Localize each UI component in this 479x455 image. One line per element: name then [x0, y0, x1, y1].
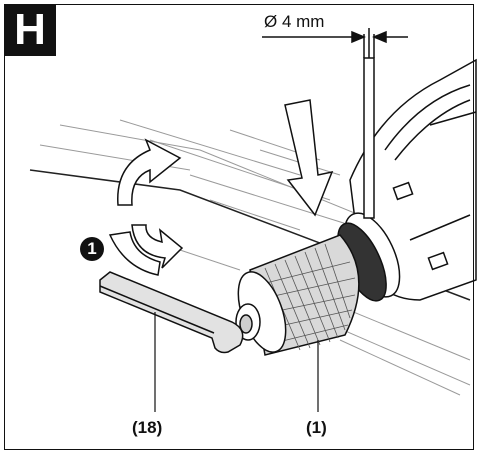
drill-bit — [363, 28, 375, 219]
down-arrow-icon — [284, 99, 334, 217]
callout-chuck: (1) — [306, 418, 327, 437]
rotation-arrow-icon — [108, 138, 184, 276]
frame-border — [4, 4, 474, 450]
leader-lines — [154, 312, 319, 412]
callout-hex-key: (18) — [132, 418, 163, 437]
chuck — [235, 234, 360, 356]
step-letter-badge: H — [4, 4, 56, 56]
dimension-label: Ø 4 mm — [264, 12, 325, 31]
dimension-indicator — [262, 30, 408, 44]
step-marker: 1 — [80, 237, 104, 261]
hex-key — [99, 271, 244, 354]
